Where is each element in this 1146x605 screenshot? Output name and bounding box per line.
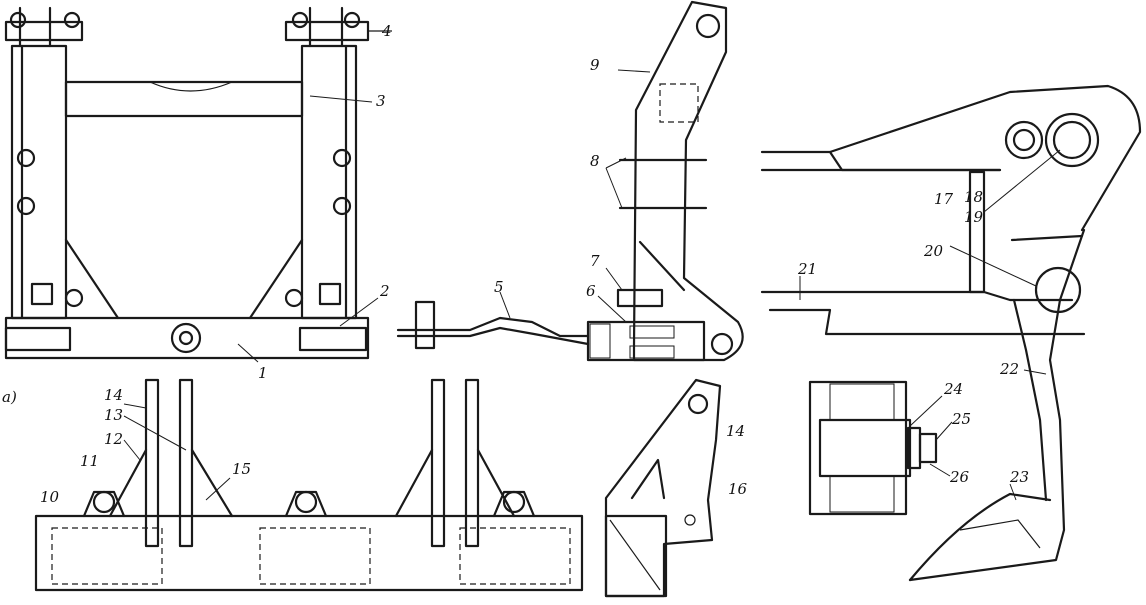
label-25: 25 — [951, 410, 971, 428]
label-16: 16 — [728, 480, 748, 498]
label-21: 21 — [797, 260, 817, 278]
frame-top-view — [4, 6, 392, 360]
label-22: 22 — [999, 360, 1019, 378]
view-a-beam — [34, 378, 584, 592]
label-1: 1 — [258, 364, 268, 382]
label-6: 6 — [586, 282, 596, 300]
label-15: 15 — [232, 460, 251, 478]
label-23: 23 — [1009, 468, 1029, 486]
label-2: 2 — [379, 282, 390, 300]
label-17: 17 — [934, 190, 954, 208]
label-18: 18 — [964, 188, 983, 206]
label-4: 4 — [381, 22, 392, 40]
label-26: 26 — [949, 468, 970, 486]
label-12: 12 — [104, 430, 123, 448]
label-13: 13 — [104, 406, 123, 424]
label-10: 10 — [40, 488, 60, 506]
label-8: 8 — [590, 152, 600, 170]
small-bracket — [604, 378, 722, 598]
label-9: 9 — [590, 56, 600, 74]
label-3: 3 — [376, 92, 386, 110]
label-14-b: 14 — [726, 422, 745, 440]
label-5: 5 — [494, 278, 504, 296]
label-11: 11 — [80, 452, 99, 470]
label-7: 7 — [590, 252, 600, 270]
label-24: 24 — [943, 380, 963, 398]
side-view-bracket — [396, 0, 744, 362]
label-14-a: 14 — [104, 386, 123, 404]
label-19: 19 — [964, 208, 984, 226]
ripper-assembly — [760, 84, 1142, 582]
label-20: 20 — [923, 242, 944, 260]
view-a-label: a) — [2, 388, 17, 406]
